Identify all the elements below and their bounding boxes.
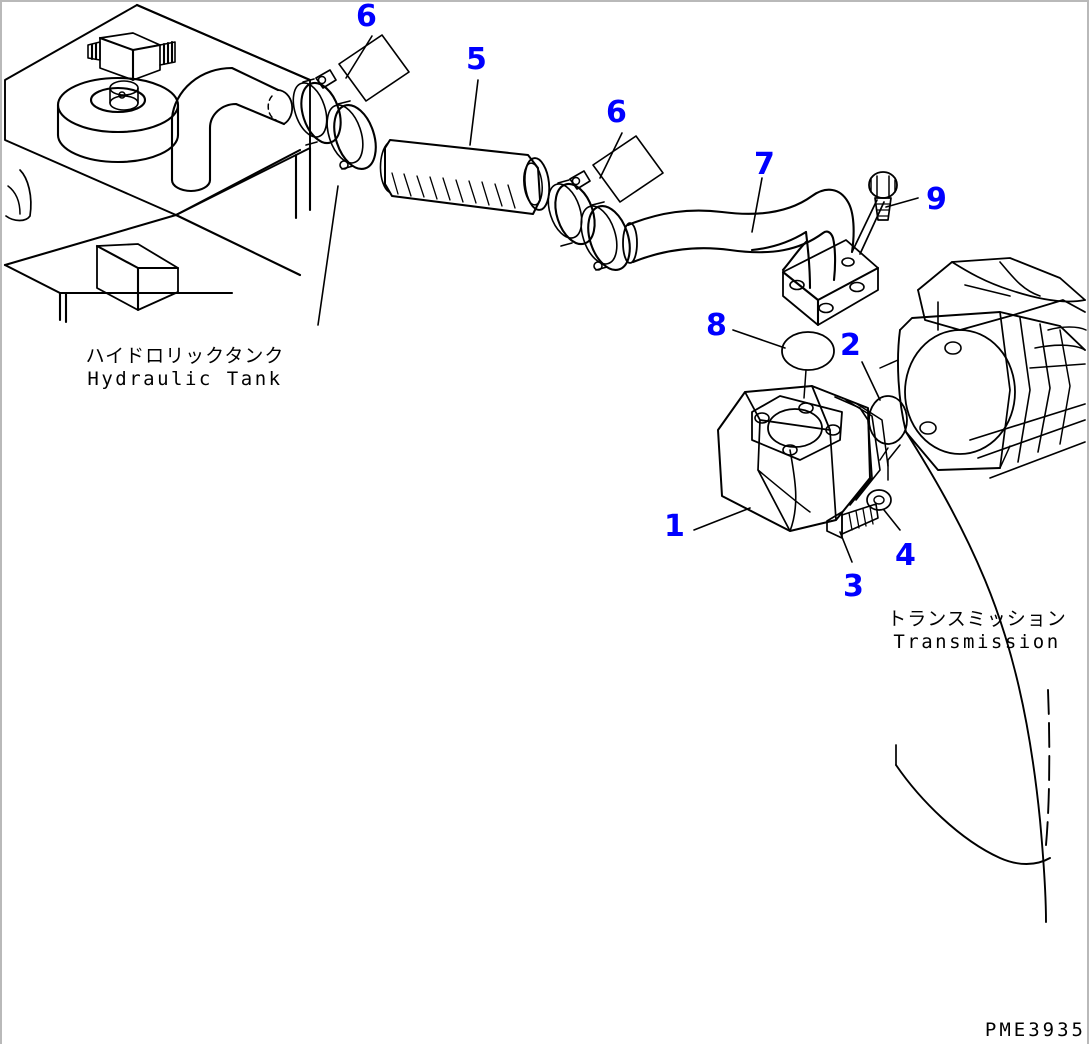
callout-4-washer[interactable]: 4 <box>895 538 916 573</box>
callout-9-bolt-bracket[interactable]: 9 <box>926 182 947 217</box>
leader-lines <box>317 35 919 563</box>
caption-transmission-english: Transmission <box>893 631 1061 654</box>
o-ring-part-8 <box>781 331 835 399</box>
pump-part-1 <box>717 385 889 532</box>
callout-1-pump[interactable]: 1 <box>664 509 685 544</box>
callout-5-hose[interactable]: 5 <box>466 42 487 77</box>
bolt-part-9 <box>868 171 898 221</box>
drawing-code-label: PME3935 <box>984 1019 1086 1041</box>
caption-transmission: トランスミッション Transmission <box>887 608 1067 654</box>
callout-3-bolt[interactable]: 3 <box>843 569 864 604</box>
caption-transmission-japanese: トランスミッション <box>887 608 1067 630</box>
caption-hydraulic-tank: ハイドロリックタンク Hydraulic Tank <box>86 345 285 391</box>
clamp-pair-left <box>292 34 410 170</box>
callout-2-gasket[interactable]: 2 <box>840 328 861 363</box>
caption-hydraulic-tank-english: Hydraulic Tank <box>87 368 283 391</box>
hose-part-5 <box>379 139 551 215</box>
machine-body-contour <box>895 689 1051 865</box>
transmission-housing <box>879 257 1087 923</box>
callout-6-clamp-lower-right[interactable]: 6 <box>606 95 627 130</box>
tube-part-7 <box>622 188 885 327</box>
callout-7-tube[interactable]: 7 <box>754 147 775 182</box>
gasket-part-2 <box>868 395 908 445</box>
hydraulic-tank-assembly <box>3 3 312 324</box>
callout-6-clamp-upper-left[interactable]: 6 <box>356 0 377 34</box>
clamp-pair-right <box>547 135 664 271</box>
caption-hydraulic-tank-japanese: ハイドロリックタンク <box>85 345 285 367</box>
callout-8-o-ring[interactable]: 8 <box>706 308 727 343</box>
washer-part-4 <box>866 489 892 511</box>
